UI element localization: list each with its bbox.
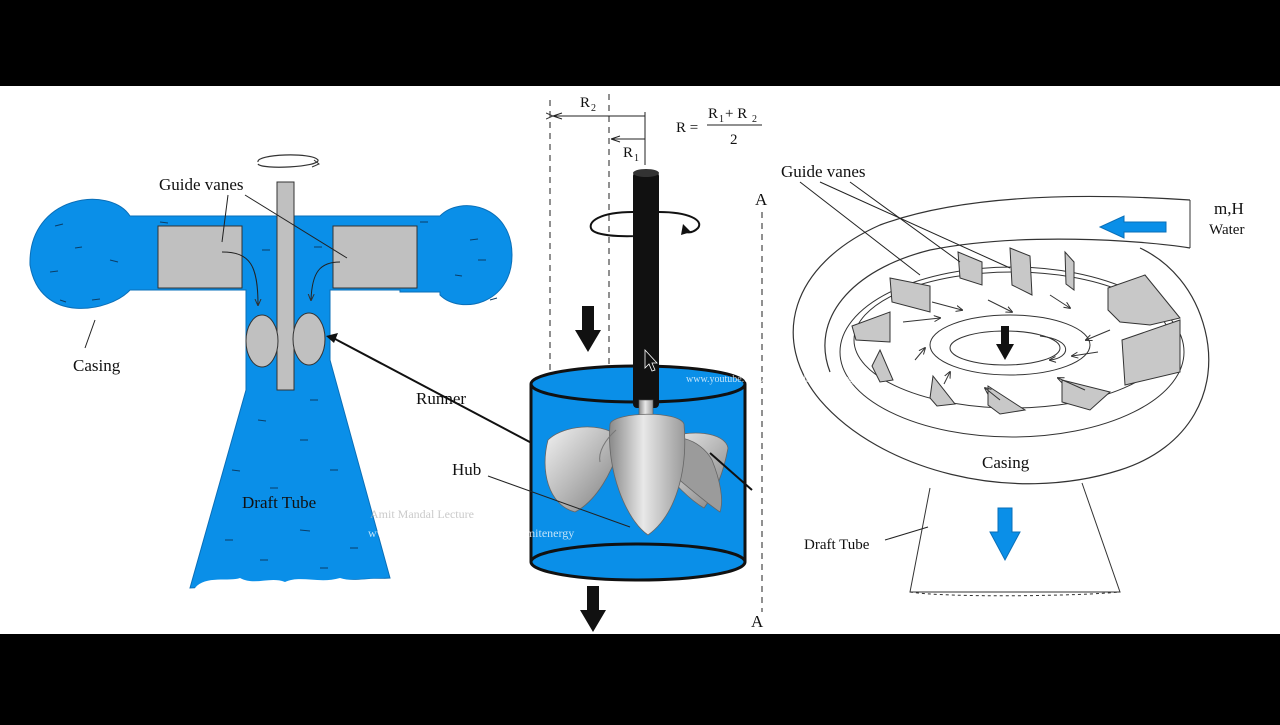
r1-label: R <box>623 145 633 161</box>
mean-radius-formula: R = R 1 + R 2 2 <box>676 106 762 148</box>
left-section-view: Guide vanes Casing Runner Draft Tube <box>29 154 561 600</box>
runner-label: Runner <box>416 389 466 408</box>
left-rotation-arrow <box>257 154 319 168</box>
runner-hub-body <box>609 413 686 536</box>
draft-tube-outlet-foam <box>195 578 392 600</box>
svg-text:2: 2 <box>752 114 757 125</box>
inflow-arrow <box>575 306 601 352</box>
right-draft-tube-label: Draft Tube <box>804 537 870 553</box>
watermark-line-3: www.youtube.com/user/mandalamitenergy <box>686 374 858 385</box>
left-shaft <box>276 181 295 391</box>
r1-subscript: 1 <box>634 153 639 164</box>
kaplan-runner <box>544 399 729 536</box>
section-a-bottom: A <box>751 612 764 631</box>
r2-label: R <box>580 95 590 111</box>
r2-subscript: 2 <box>591 103 596 114</box>
left-runner-blade-2 <box>292 312 326 366</box>
plan-flow-arrows <box>902 294 1111 401</box>
svg-text:R =: R = <box>676 120 698 136</box>
svg-text:R: R <box>708 106 718 122</box>
mouse-cursor-icon <box>644 348 658 372</box>
middle-runner-view: R 2 R 1 R = R 1 + R 2 2 A A <box>452 94 768 632</box>
left-guide-vane-block-2 <box>332 225 418 289</box>
right-guide-vanes-label: Guide vanes <box>781 162 866 181</box>
water-dashes <box>49 221 498 569</box>
left-runner-blade-1 <box>245 314 279 368</box>
svg-text:+ R: + R <box>725 106 747 122</box>
right-plan-view: Guide vanes m,H Water Casing Draft Tube <box>781 162 1244 597</box>
mh-label: m,H <box>1214 199 1244 218</box>
right-casing-label: Casing <box>982 453 1030 472</box>
plan-down-arrow <box>996 326 1014 360</box>
runner-blade-left <box>544 426 619 513</box>
hub-label: Hub <box>452 460 481 479</box>
plan-guide-vanes <box>851 247 1181 415</box>
watermark-line-2: www.youtube.com/user/mandalamitenergy <box>368 526 574 540</box>
outlet-arrow <box>989 507 1021 562</box>
shaft-rotation-arrow <box>589 211 635 238</box>
left-casing-label: Casing <box>73 356 121 375</box>
outflow-arrow <box>580 586 606 632</box>
water-label: Water <box>1209 222 1244 238</box>
middle-shaft <box>633 172 659 408</box>
left-casing-body <box>29 198 513 589</box>
svg-text:2: 2 <box>730 132 738 148</box>
left-guide-vane-block-1 <box>157 225 243 289</box>
left-draft-tube-label: Draft Tube <box>242 493 316 512</box>
inlet-arrow <box>1098 215 1167 239</box>
left-guide-vanes-label: Guide vanes <box>159 175 244 194</box>
svg-text:1: 1 <box>719 114 724 125</box>
section-a-top: A <box>755 190 768 209</box>
watermark-line-1: Amit Mandal Lecture <box>370 507 474 521</box>
